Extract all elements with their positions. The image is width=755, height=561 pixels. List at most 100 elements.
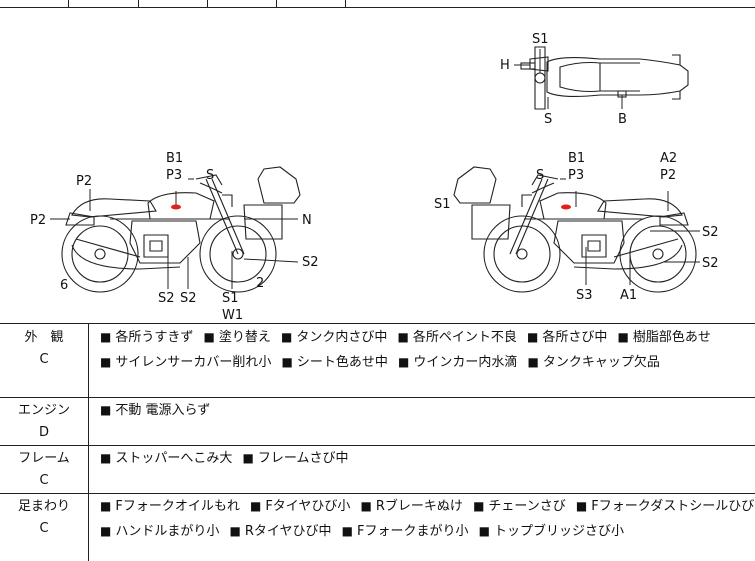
item: ウインカー内水滴 [413,355,518,370]
motorcycle-diagram-svg: S1 H S B B1 P3 S P2 P2 N S2 2 6 S2 S2 S1… [30,32,719,323]
label-left-S: S [206,168,214,183]
items-suspension: ■Fフォークオイルもれ ■Fタイヤひび小 ■Rブレーキぬけ ■チェーンさび ■F… [100,494,754,544]
bullet-square-icon: ■ [100,403,112,417]
label-top-B: B [618,112,627,127]
bullet-square-icon: ■ [100,451,112,465]
category-frame: フレーム C [0,448,88,492]
item: 塗り替え [218,330,271,345]
section-divider [0,493,755,494]
item: 樹脂部色あせ [632,330,711,345]
items-line: ■各所うすきず ■塗り替え ■タンク内さび中 ■各所ペイント不良 ■各所さび中 … [100,325,750,350]
items-exterior: ■各所うすきず ■塗り替え ■タンク内さび中 ■各所ペイント不良 ■各所さび中 … [100,325,750,375]
item: Rタイヤひび中 [244,524,332,539]
bullet-square-icon: ■ [100,355,112,369]
item: Fフォークオイルもれ [115,499,240,514]
items-line: ■ハンドルまがり小 ■Rタイヤひび中 ■Fフォークまがり小 ■トップブリッジさび… [100,519,750,544]
label-top-H: H [500,58,510,73]
category-exterior: 外 観 C [0,327,88,371]
cell-divider [276,0,277,7]
item: シート色あせ中 [296,355,388,370]
cell-divider [138,0,139,7]
bullet-square-icon: ■ [100,499,112,513]
category-grade: C [39,521,49,536]
bullet-square-icon: ■ [341,524,353,538]
leader-lines [50,49,700,289]
label-left-P3: P3 [166,168,182,183]
item: 不動 電源入らず [115,403,211,418]
damage-diagram: S1 H S B B1 P3 S P2 P2 N S2 2 6 S2 S2 S1… [0,7,755,323]
bullet-square-icon: ■ [229,524,241,538]
bullet-square-icon: ■ [242,451,254,465]
label-right-A2: A2 [660,151,677,166]
left-side-motorcycle [61,166,301,293]
label-right-B1: B1 [568,151,585,166]
items-line: ■ストッパーへこみ大 ■フレームさび中 [100,446,750,471]
category-name: エンジン [17,403,70,418]
category-grade: C [39,473,49,488]
items-line: ■Fフォークオイルもれ ■Fタイヤひび小 ■Rブレーキぬけ ■チェーンさび ■F… [100,494,754,519]
table-top-border [0,7,755,8]
cell-divider [68,0,69,7]
bullet-square-icon: ■ [360,499,372,513]
label-left-N: N [302,213,312,228]
label-right-P3: P3 [568,168,584,183]
item: サイレンサーカバー削れ小 [115,355,272,370]
item: フレームさび中 [257,451,349,466]
bullet-square-icon: ■ [527,355,539,369]
item: タンク内さび中 [296,330,388,345]
bullet-square-icon: ■ [281,330,293,344]
category-name: フレーム [18,451,70,466]
bullet-square-icon: ■ [203,330,215,344]
item: 各所うすきず [115,330,194,345]
label-left-S2-a: S2 [158,291,175,306]
items-line: ■不動 電源入らず [100,398,750,423]
label-left-W1: W1 [222,308,243,323]
bullet-square-icon: ■ [397,330,409,344]
label-top-S1: S1 [532,32,549,47]
bullet-square-icon: ■ [527,330,539,344]
item: Fタイヤひび小 [265,499,351,514]
label-left-S2-right: S2 [302,255,319,270]
category-name: 外 観 [24,330,64,345]
bullet-square-icon: ■ [398,355,410,369]
label-left-S1: S1 [222,291,239,306]
right-side-motorcycle [453,166,697,293]
label-top-S: S [544,112,552,127]
label-left-2: 2 [256,276,264,291]
bullet-square-icon: ■ [100,524,112,538]
label-right-S: S [536,168,544,183]
label-right-S2-bottom: S2 [702,256,719,271]
bullet-square-icon: ■ [478,524,490,538]
label-left-6: 6 [60,278,68,293]
label-right-P2: P2 [660,168,676,183]
bullet-square-icon: ■ [249,499,262,513]
label-right-S3: S3 [576,288,593,303]
label-left-P2-side: P2 [30,213,46,228]
label-left-B1: B1 [166,151,183,166]
item: タンクキャップ欠品 [542,355,660,370]
section-divider [0,323,755,324]
item: ストッパーへこみ大 [115,451,233,466]
category-grade: D [38,425,49,440]
items-frame: ■ストッパーへこみ大 ■フレームさび中 [100,446,750,471]
top-view-motorcycle [520,46,689,110]
category-name: 足まわり [17,499,70,514]
category-suspension: 足まわり C [0,496,88,540]
item: 各所さび中 [542,330,608,345]
cell-divider [345,0,346,7]
cell-divider [207,0,208,7]
bullet-square-icon: ■ [100,330,112,344]
label-right-A1: A1 [620,288,637,303]
item: Fフォークダストシールひび [591,499,755,514]
bullet-square-icon: ■ [575,499,588,513]
bullet-square-icon: ■ [617,330,629,344]
category-column-divider [88,323,89,561]
item: 各所ペイント不良 [412,330,517,345]
items-engine: ■不動 電源入らず [100,398,750,423]
label-right-S2-top: S2 [702,225,719,240]
bullet-square-icon: ■ [473,499,485,513]
section-divider [0,397,755,398]
item: トップブリッジさび小 [493,524,624,539]
item: ハンドルまがり小 [115,524,220,539]
